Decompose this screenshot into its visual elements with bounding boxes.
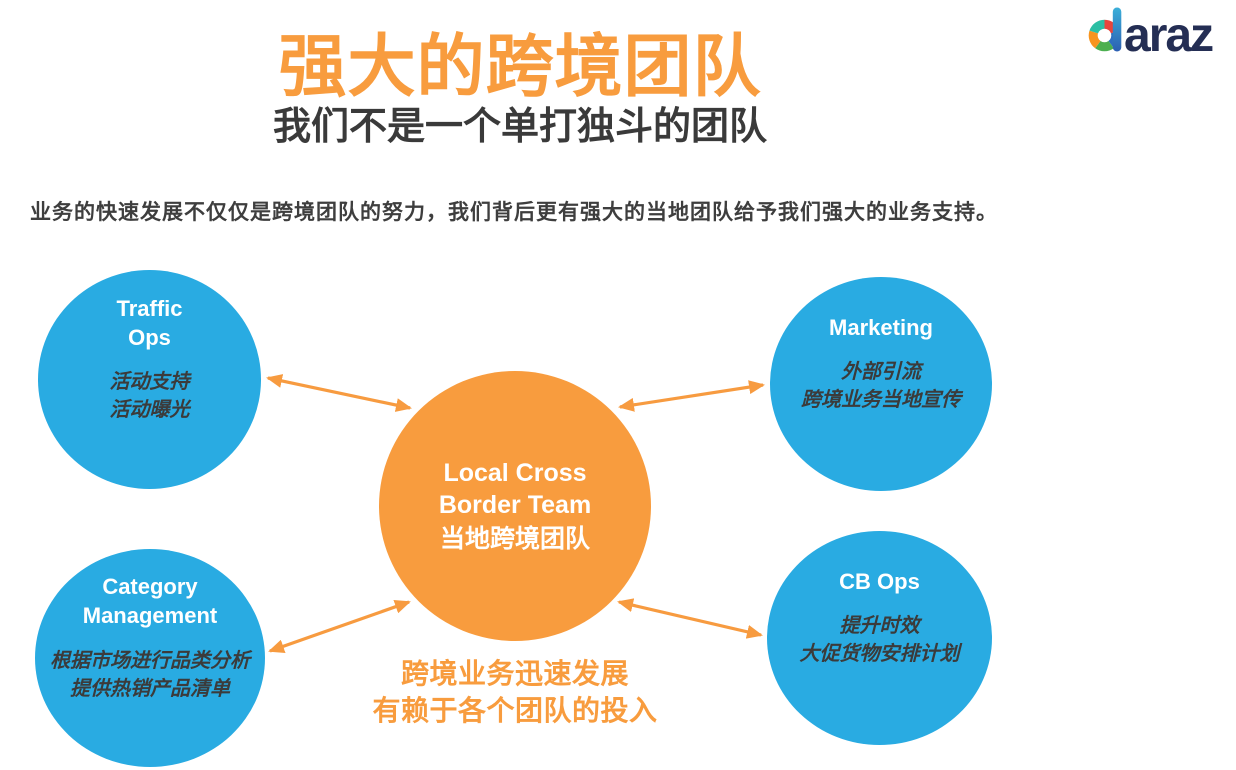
page-title: 强大的跨境团队 (278, 29, 762, 105)
node-desc: 根据市场进行品类分析 提供热销产品清单 (50, 649, 250, 700)
center-node-title-cn: 当地跨境团队 (439, 525, 590, 553)
footnote-text: 跨境业务迅速发展 有赖于各个团队的投入 (372, 658, 658, 726)
arrow-category-management (268, 600, 411, 653)
daraz-logo-graphic: araz (1088, 7, 1215, 62)
node-title: Category Management (82, 574, 218, 628)
daraz-logo: araz (1088, 6, 1226, 62)
node-category-management: Category Management 根据市场进行品类分析 提供热销产品清单 (35, 549, 265, 767)
node-desc: 提升时效 大促货物安排计划 (799, 615, 960, 666)
intro-text: 业务的快速发展不仅仅是跨境团队的努力，我们背后更有强大的当地团队给予我们强大的业… (30, 201, 998, 224)
logo-d-bowl (1088, 19, 1121, 52)
node-traffic-ops: Traffic Ops 活动支持 活动曝光 (38, 270, 261, 489)
node-title: Marketing (829, 314, 933, 340)
arrow-traffic-ops (266, 374, 412, 412)
node-cb-ops: CB Ops 提升时效 大促货物安排计划 (767, 531, 992, 745)
node-title: Traffic Ops (116, 295, 183, 350)
page-subtitle: 我们不是一个单打独斗的团队 (272, 106, 767, 149)
logo-d-stem (1112, 7, 1122, 52)
arrow-cb-ops (617, 598, 763, 639)
node-desc: 外部引流 跨境业务当地宣传 (801, 361, 961, 412)
header: 强大的跨境团队 我们不是一个单打独斗的团队 (0, 29, 1040, 149)
node-title: CB Ops (839, 568, 920, 594)
center-node-title-en: Local Cross Border Team (438, 459, 592, 519)
center-node: Local Cross Border Team 当地跨境团队 (379, 371, 651, 641)
logo-wordmark: araz (1124, 9, 1213, 53)
node-desc: 活动支持 活动曝光 (109, 371, 190, 422)
node-marketing: Marketing 外部引流 跨境业务当地宣传 (770, 277, 992, 491)
arrow-marketing (618, 380, 765, 412)
